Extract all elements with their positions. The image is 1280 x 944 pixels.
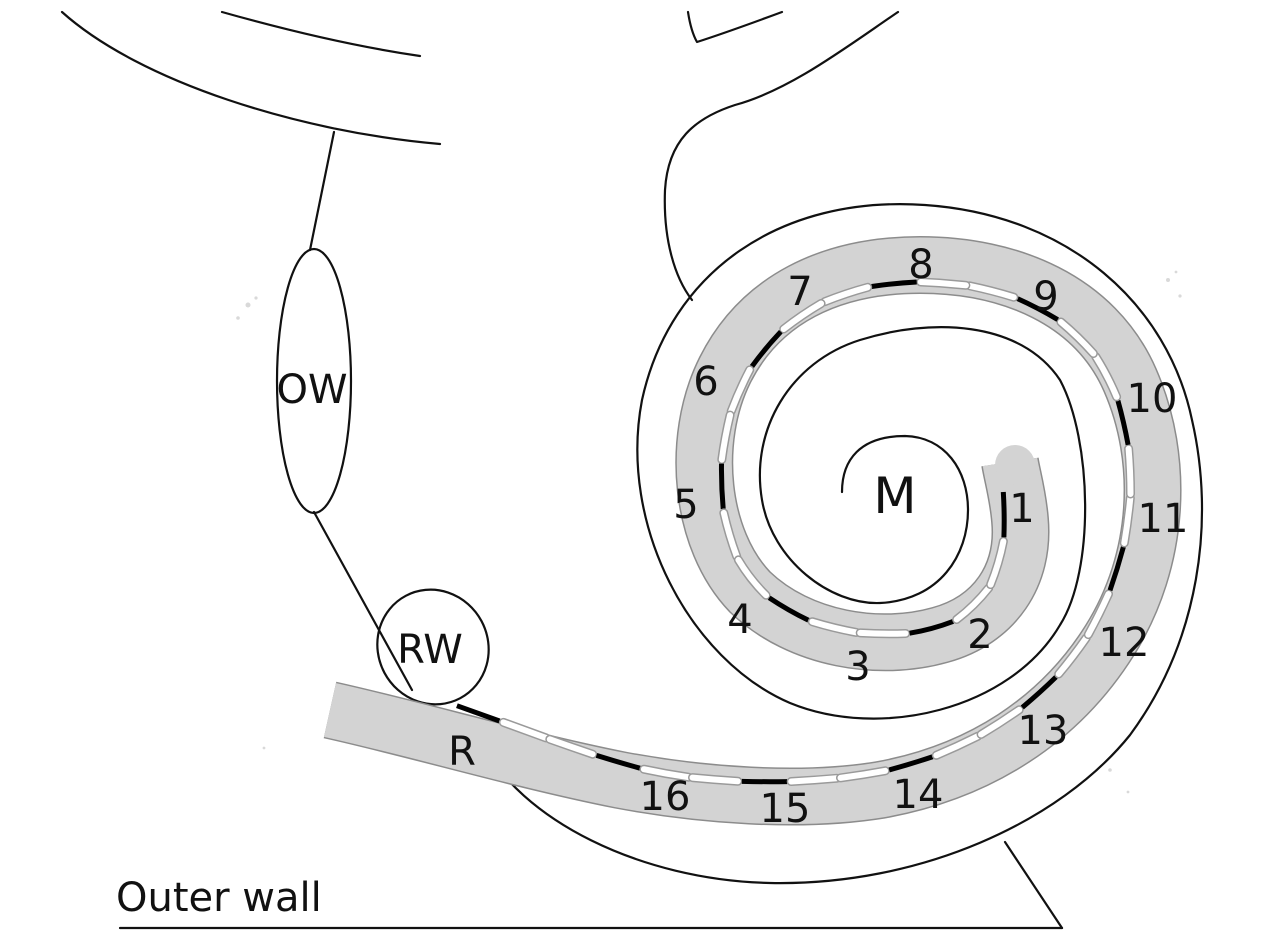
electrode-label-1: 1 — [1009, 486, 1034, 532]
active-contact — [767, 595, 810, 623]
active-contact — [456, 703, 501, 724]
inactive-contact — [718, 412, 734, 463]
inactive-contact — [689, 774, 741, 785]
inactive-contact — [821, 284, 871, 305]
outer-wall-label: Outer wall — [116, 875, 322, 921]
inactive-contact — [788, 775, 840, 785]
oval-window-ellipse — [275, 247, 353, 515]
round-window-region-label: R — [448, 729, 476, 775]
chain-segment-upper — [308, 130, 336, 252]
active-contact — [1020, 675, 1058, 710]
inactive-contact — [837, 767, 889, 781]
upper-notch-contour — [686, 10, 784, 44]
electrode-label-8: 8 — [908, 242, 933, 288]
background-speckle — [236, 270, 1182, 794]
active-contact — [1016, 296, 1059, 322]
inactive-contact — [809, 618, 860, 636]
upper-left-contour — [60, 10, 442, 146]
round-window-label: RW — [397, 627, 463, 673]
inactive-contact — [546, 736, 596, 758]
inactive-contact — [720, 509, 740, 560]
inactive-contact — [933, 733, 981, 759]
active-contact — [718, 463, 726, 510]
inactive-contact — [735, 556, 770, 599]
inactive-contact — [500, 719, 549, 741]
electrode-label-11: 11 — [1138, 496, 1189, 542]
upper-left-inner-contour — [220, 10, 422, 58]
modiolus-label: M — [873, 467, 916, 525]
active-contact — [1000, 491, 1007, 538]
inactive-contact — [1121, 495, 1134, 546]
outer-wall-angle — [1003, 840, 1064, 930]
electrode-label-14: 14 — [893, 772, 944, 818]
cochlea-outer-spiral — [478, 203, 1204, 885]
electrode-label-2: 2 — [967, 612, 992, 658]
active-contact — [888, 754, 934, 773]
electrode-label-10: 10 — [1127, 376, 1178, 422]
electrode-label-9: 9 — [1033, 274, 1058, 320]
diagram-labels: OW RW M R Outer wall — [116, 367, 917, 921]
inactive-contact — [1092, 353, 1120, 400]
oval-window-label: OW — [276, 367, 347, 413]
electrode-label-6: 6 — [693, 359, 718, 405]
inactive-contact — [1055, 635, 1090, 677]
electrode-label-5: 5 — [673, 482, 698, 528]
inactive-contact — [978, 706, 1023, 738]
electrode-label-3: 3 — [845, 644, 870, 690]
inactive-contact — [1085, 591, 1112, 638]
inactive-contact — [640, 766, 692, 781]
inactive-contact — [987, 538, 1007, 588]
active-contact — [1107, 546, 1126, 592]
active-contact — [871, 279, 917, 289]
electrode-label-12: 12 — [1099, 620, 1150, 666]
inactive-contact — [728, 366, 753, 415]
electrode-array — [323, 235, 1182, 826]
active-contact — [1115, 399, 1131, 446]
inactive-contact — [780, 300, 825, 332]
electrode-label-13: 13 — [1018, 708, 1069, 754]
chain-segment-lower — [312, 510, 414, 692]
round-window-ellipse — [376, 588, 490, 706]
active-contact — [749, 329, 783, 368]
electrode-label-16: 16 — [640, 774, 691, 820]
electrode-label-4: 4 — [727, 597, 752, 643]
inactive-contact — [1057, 319, 1097, 357]
array-body — [324, 237, 1181, 825]
array-tip — [995, 445, 1035, 485]
inactive-contact — [857, 629, 909, 637]
electrode-label-7: 7 — [787, 269, 812, 315]
inactive-contact — [953, 585, 992, 623]
active-contact — [909, 619, 954, 636]
upper-right-contour — [663, 10, 900, 302]
inactive-contact — [966, 282, 1017, 301]
active-contact — [595, 753, 641, 771]
inactive-contact — [917, 279, 969, 289]
electrode-label-15: 15 — [760, 786, 811, 832]
cochlea-outlines — [60, 10, 1204, 930]
inactive-contact — [1125, 445, 1134, 497]
